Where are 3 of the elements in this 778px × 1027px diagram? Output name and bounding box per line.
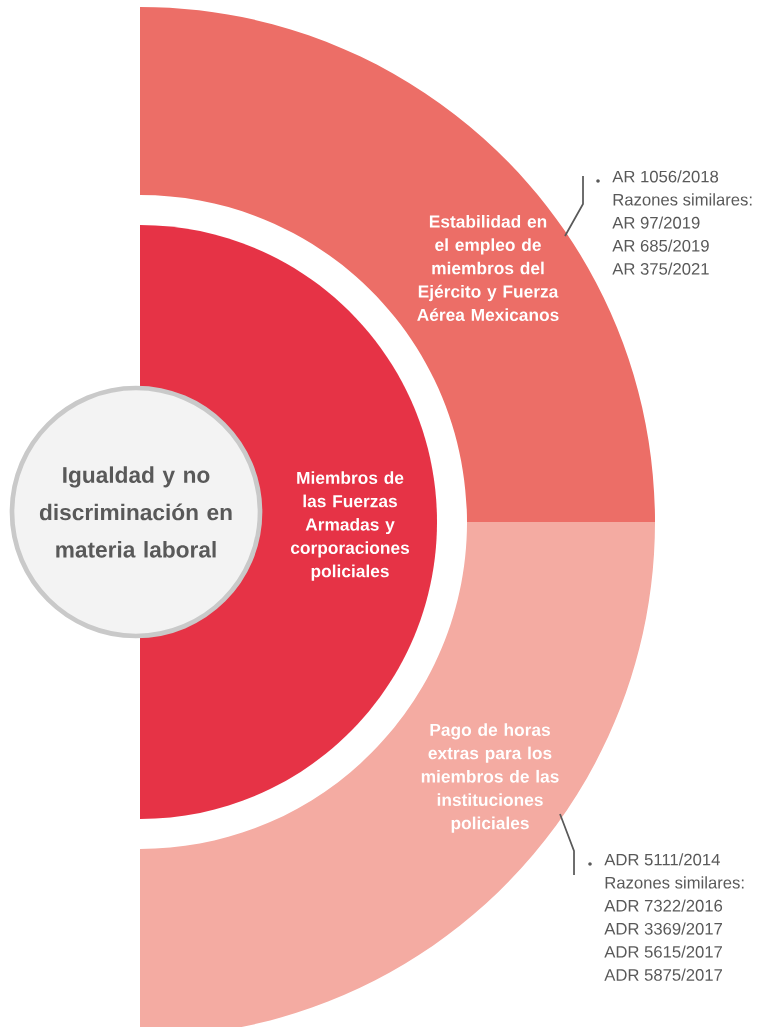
leader-line xyxy=(564,175,584,237)
leader-line xyxy=(559,813,575,876)
reference-list: AR 1056/2018 Razones similares: AR 97/2019 AR 685/2019 AR 375/2021 xyxy=(612,170,752,275)
